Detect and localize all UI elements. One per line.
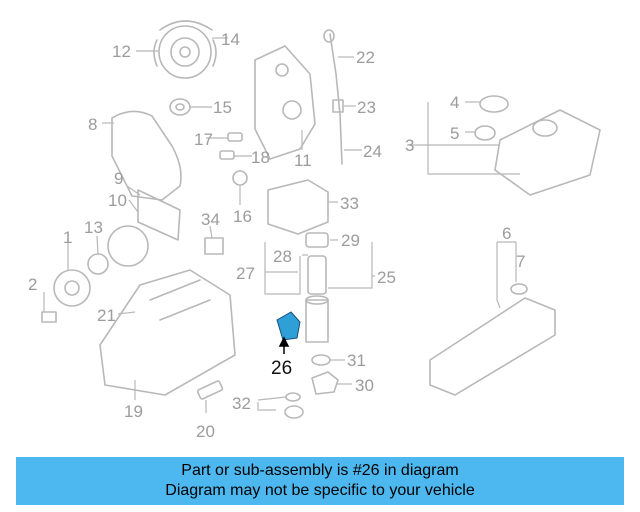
filter-element — [307, 255, 327, 295]
engine-front-cover — [254, 45, 316, 160]
seal-plate-10 — [107, 225, 149, 267]
dipstick — [323, 29, 344, 165]
callout-4: 4 — [450, 93, 459, 112]
banner-line-2: Diagram may not be specific to your vehi… — [165, 482, 475, 499]
info-banner: Part or sub-assembly is #26 in diagram D… — [16, 457, 624, 505]
callout-11: 11 — [294, 151, 312, 170]
bolts-17-18 — [219, 132, 243, 160]
crank-pulley — [53, 269, 91, 307]
callout-20: 20 — [196, 422, 215, 441]
callout-9: 9 — [114, 169, 123, 188]
callout-21: 21 — [97, 306, 116, 325]
callout-34: 34 — [201, 210, 220, 229]
timing-gear — [153, 20, 217, 79]
callout-5: 5 — [450, 124, 459, 143]
callout-18: 18 — [251, 148, 270, 167]
callout-6: 6 — [502, 224, 511, 243]
o-ring-31 — [311, 354, 331, 366]
callout-33: 33 — [340, 194, 359, 213]
callout-28: 28 — [273, 247, 292, 266]
oil-filler-cap — [479, 95, 509, 113]
part-26-highlight[interactable] — [276, 311, 301, 341]
callout-29: 29 — [341, 231, 360, 250]
callout-30: 30 — [355, 376, 374, 395]
callout-13: 13 — [84, 218, 103, 237]
intake-cover — [429, 297, 556, 396]
callout-17: 17 — [194, 130, 213, 149]
callout-22: 22 — [356, 48, 375, 67]
callout-14: 14 — [221, 30, 240, 49]
callout-2: 2 — [28, 275, 37, 294]
callout-12: 12 — [112, 42, 131, 61]
fuel-pump — [267, 179, 329, 235]
oil-pan — [99, 269, 236, 396]
small-pulley — [232, 170, 248, 186]
valve-cover — [494, 109, 601, 196]
callout-32: 32 — [232, 394, 251, 413]
callout-19: 19 — [124, 402, 143, 421]
banner-line-1: Part or sub-assembly is #26 in diagram — [181, 462, 459, 479]
filter-housing — [305, 299, 329, 343]
callout-31: 31 — [347, 351, 366, 370]
sealant-tube — [196, 380, 224, 400]
callout-15: 15 — [213, 98, 232, 117]
crank-hub — [87, 253, 109, 275]
pulley-bolt — [41, 311, 57, 323]
callout-25: 25 — [377, 268, 396, 287]
timing-belt-cover — [111, 110, 182, 201]
washer-32a — [285, 392, 301, 402]
callout-1: 1 — [63, 228, 72, 247]
bracket-34 — [204, 237, 224, 255]
callout-10: 10 — [108, 191, 127, 210]
callout-16: 16 — [233, 207, 252, 226]
filter-cap — [305, 232, 329, 248]
idler-pulley — [169, 98, 191, 116]
seal-7 — [510, 283, 528, 295]
callout-24: 24 — [363, 142, 382, 161]
callout-8: 8 — [88, 115, 97, 134]
callout-23: 23 — [357, 98, 376, 117]
washer-32b — [284, 405, 304, 419]
cap-seal — [474, 125, 496, 141]
callout-7: 7 — [516, 252, 525, 271]
sensor-30 — [311, 371, 339, 395]
callout-27: 27 — [236, 264, 255, 283]
callout-3: 3 — [405, 136, 414, 155]
callout-26[interactable]: 26 — [271, 358, 292, 379]
